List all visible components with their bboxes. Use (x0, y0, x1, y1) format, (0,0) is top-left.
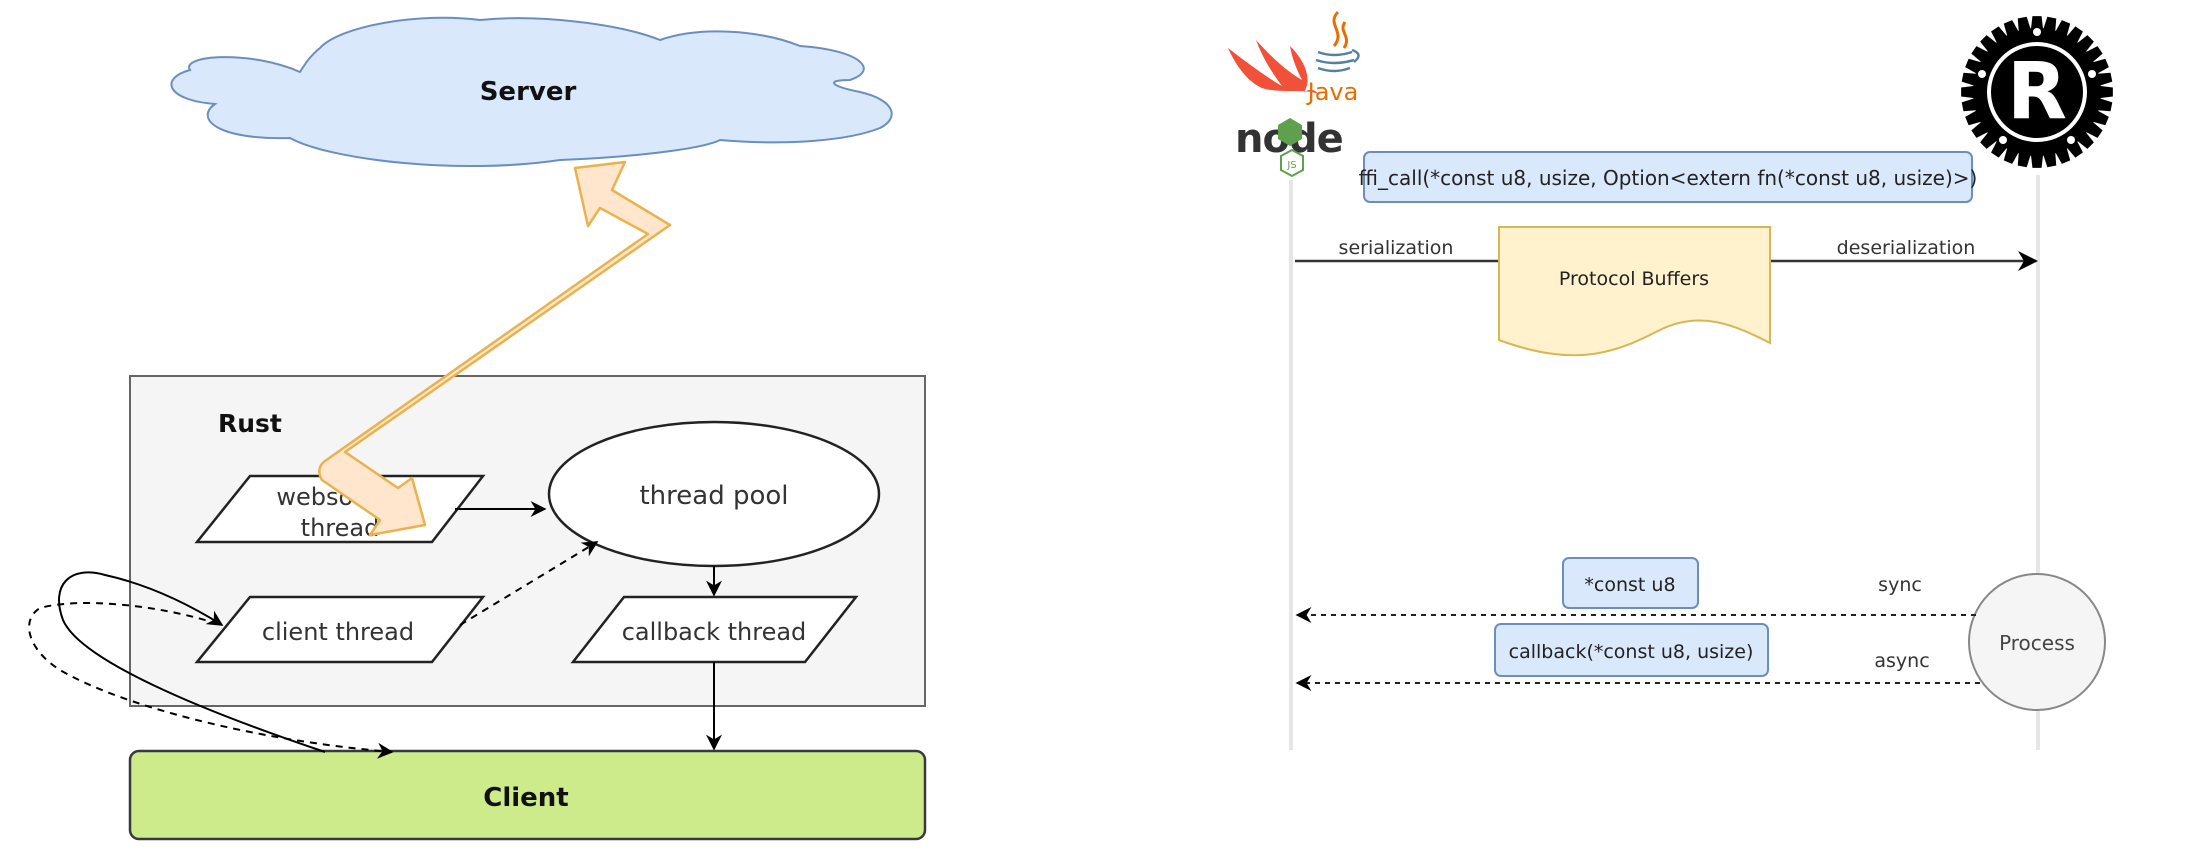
protocol-buffers-label: Protocol Buffers (1559, 268, 1709, 290)
thread-pool-label: thread pool (639, 481, 788, 511)
rust-logo-icon: R (1961, 16, 2113, 168)
client-thread-shape (194, 595, 486, 664)
async-payload-box (1494, 623, 1769, 677)
process-node[interactable]: Process (1968, 573, 2106, 711)
nodejs-logo-icon: node JS (1235, 116, 1344, 178)
ffi-call-shape (1363, 151, 1973, 203)
java-steam (1332, 10, 1349, 49)
sync-payload-label: *const u8 (1584, 574, 1675, 596)
swift-logo-icon (1228, 40, 1318, 94)
edge-clientthread-to-client (28, 602, 394, 759)
java-logo-icon: Java (1306, 10, 1360, 106)
deserialization-label: deserialization (1837, 237, 1976, 259)
swift-bird-shape (1228, 40, 1318, 94)
rust-gear-tooth (2098, 85, 2113, 99)
java-cup (1315, 48, 1360, 73)
process-label: Process (1999, 631, 2075, 655)
async-label: async (1874, 650, 1929, 672)
left-architecture-diagram: Server Rust websocket thread thread pool… (28, 16, 927, 841)
thread-pool-node[interactable]: thread pool (547, 420, 881, 568)
rust-label: Rust (218, 409, 282, 438)
ffi-call-box[interactable]: ffi_call(*const u8, usize, Option<extern… (1359, 151, 1978, 203)
websocket-thread-label-line2: thread (301, 514, 380, 542)
protocol-buffers-shape (1498, 226, 1771, 357)
protocol-buffers-document[interactable]: Protocol Buffers (1498, 226, 1771, 357)
java-label: Java (1306, 78, 1359, 106)
sync-label: sync (1878, 574, 1922, 596)
server-label: Server (480, 77, 577, 107)
async-return-message: callback(*const u8, usize) async (1295, 623, 1980, 691)
sync-return-message: *const u8 sync (1295, 557, 1976, 623)
sync-payload-box (1562, 557, 1699, 609)
client-thread-label: client thread (262, 618, 414, 646)
client-box (128, 749, 927, 841)
edge-clientthread-to-threadpool (459, 541, 599, 626)
rust-gear-tooth (2030, 16, 2044, 31)
websocket-link-arrow (318, 160, 672, 537)
rust-gear-tooth (2030, 153, 2044, 168)
client-thread-node[interactable]: client thread (194, 595, 486, 664)
node-hexagon (1278, 118, 1302, 146)
client-label: Client (483, 783, 568, 813)
rust-r-letter: R (2007, 47, 2067, 137)
rust-gear-ring (1991, 46, 2083, 138)
node-js-badge-label: JS (1286, 160, 1296, 171)
server-cloud-shape (170, 16, 893, 168)
server-cloud[interactable]: Server (170, 16, 893, 168)
rust-gear-tooth (1961, 85, 1976, 99)
callback-thread-shape (570, 595, 859, 664)
serialization-label: serialization (1339, 237, 1454, 259)
edge-client-to-clientthread (58, 571, 326, 753)
async-payload-label: callback(*const u8, usize) (1509, 641, 1754, 663)
node-js-badge (1280, 148, 1304, 178)
process-shape (1968, 573, 2106, 711)
right-ffi-sequence-diagram: Java node JS R ffi_call(*const u8, usize… (1228, 10, 2113, 750)
callback-thread-label: callback thread (622, 618, 807, 646)
client-node[interactable]: Client (128, 749, 927, 841)
ffi-call-label: ffi_call(*const u8, usize, Option<extern… (1359, 166, 1978, 190)
callback-thread-node[interactable]: callback thread (570, 595, 859, 664)
